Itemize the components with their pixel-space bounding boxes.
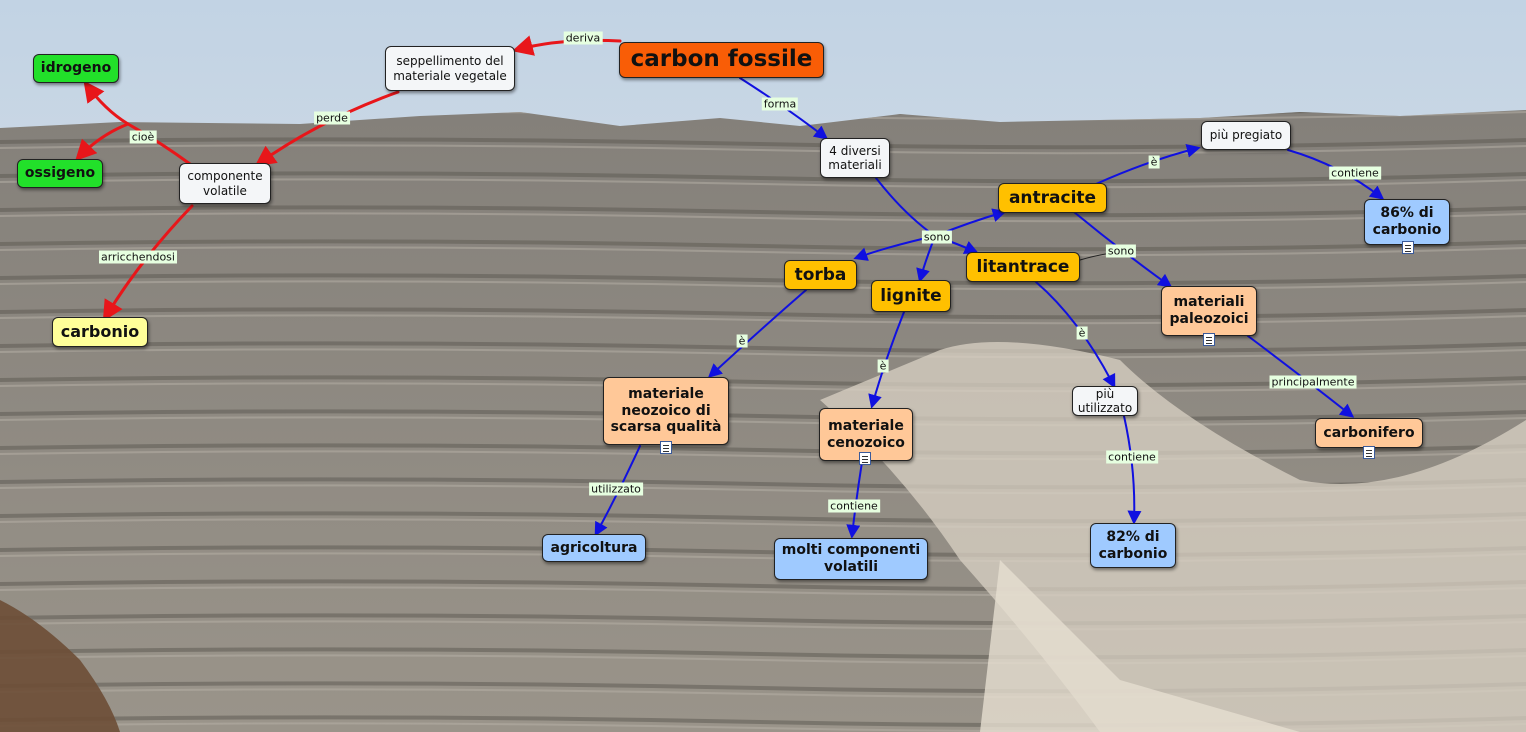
node-text: più pregiato [1209,128,1283,143]
link-perde [254,90,400,167]
node-text: più utilizzato [1077,386,1133,415]
node-text: agricoltura [550,539,638,556]
node-carbon-fossile[interactable]: carbon fossile [619,42,824,78]
link-e-torba [707,289,807,378]
attachment-icon[interactable] [1402,241,1414,254]
node-text: molti componenti volatili [781,542,921,575]
node-ossigeno[interactable]: ossigeno [17,159,103,188]
label-deriva: deriva [563,31,603,45]
label-utilizzato: utilizzato [589,482,643,496]
label-e-antracite: è [1148,155,1160,169]
node-text: carbon fossile [630,46,813,73]
document-icon[interactable] [859,452,871,465]
node-text: idrogeno [40,60,112,77]
node-text: carbonio [60,322,140,342]
label-perde: perde [314,111,350,125]
node-text: 82% di carbonio [1098,528,1168,562]
node-lignite[interactable]: lignite [871,280,951,312]
node-text: lignite [880,285,942,306]
label-e-litantrace: è [1076,326,1088,340]
node-ottantadue[interactable]: 82% di carbonio [1090,523,1176,568]
node-text: materiali paleozoici [1169,294,1249,327]
node-seppellimento[interactable]: seppellimento del materiale vegetale [385,46,515,91]
node-componente-volatile[interactable]: componente volatile [179,163,271,204]
node-text: materiale neozoico di scarsa qualità [610,385,722,436]
document-icon[interactable] [1203,333,1215,346]
node-text: seppellimento del materiale vegetale [393,54,507,83]
node-idrogeno[interactable]: idrogeno [33,54,119,83]
link-contiene-molti [846,461,863,539]
link-e-antracite [1095,143,1201,185]
node-ottantasei[interactable]: 86% di carbonio [1364,199,1450,254]
document-icon[interactable] [1363,446,1375,459]
node-carbonio[interactable]: carbonio [52,317,148,347]
node-antracite[interactable]: antracite [998,183,1107,213]
label-e-lignite: è [877,359,889,373]
node-text: ossigeno [24,165,96,182]
node-text: 4 diversi materiali [828,143,882,172]
node-litantrace[interactable]: litantrace [966,252,1080,282]
label-sono-2: sono [1105,244,1137,258]
node-text: 86% di carbonio [1372,205,1442,238]
node-text: componente volatile [187,169,263,198]
label-arricchendosi: arricchendosi [99,250,177,264]
link-cioe-ossigeno [75,122,130,162]
document-icon[interactable] [660,441,672,454]
label-principalmente: principalmente [1269,375,1357,389]
link-e-litantrace [1035,281,1116,389]
node-text: carbonifero [1323,424,1415,441]
node-piu-pregiato[interactable]: più pregiato [1201,121,1291,150]
label-contiene-molti: contiene [828,499,880,513]
label-contiene-86: contiene [1329,166,1381,180]
node-carbonifero[interactable]: carbonifero [1315,418,1423,459]
link-sono-1 [875,177,936,237]
node-torba[interactable]: torba [784,260,857,290]
node-agricoltura[interactable]: agricoltura [542,534,646,562]
node-text: materiale cenozoico [827,417,905,451]
node-text: litantrace [976,256,1070,277]
label-forma: forma [761,97,799,111]
node-text: antracite [1008,187,1097,208]
node-molti-componenti[interactable]: molti componenti volatili [774,538,928,580]
node-quattro-materiali[interactable]: 4 diversi materiali [820,138,890,178]
node-text: torba [794,264,847,285]
label-sono-1: sono [921,230,953,244]
label-contiene-82: contiene [1106,450,1158,464]
link-cioe-idrogeno [83,80,192,166]
node-materiali-paleozoici[interactable]: materiali paleozoici [1161,286,1257,346]
label-cioe: cioè [129,130,157,144]
node-piu-utilizzato[interactable]: più utilizzato [1072,386,1138,416]
node-neozoico[interactable]: materiale neozoico di scarsa qualità [603,377,729,454]
label-e-torba: è [736,334,748,348]
node-cenozoico[interactable]: materiale cenozoico [819,408,913,465]
link-contiene-82 [1123,415,1142,525]
